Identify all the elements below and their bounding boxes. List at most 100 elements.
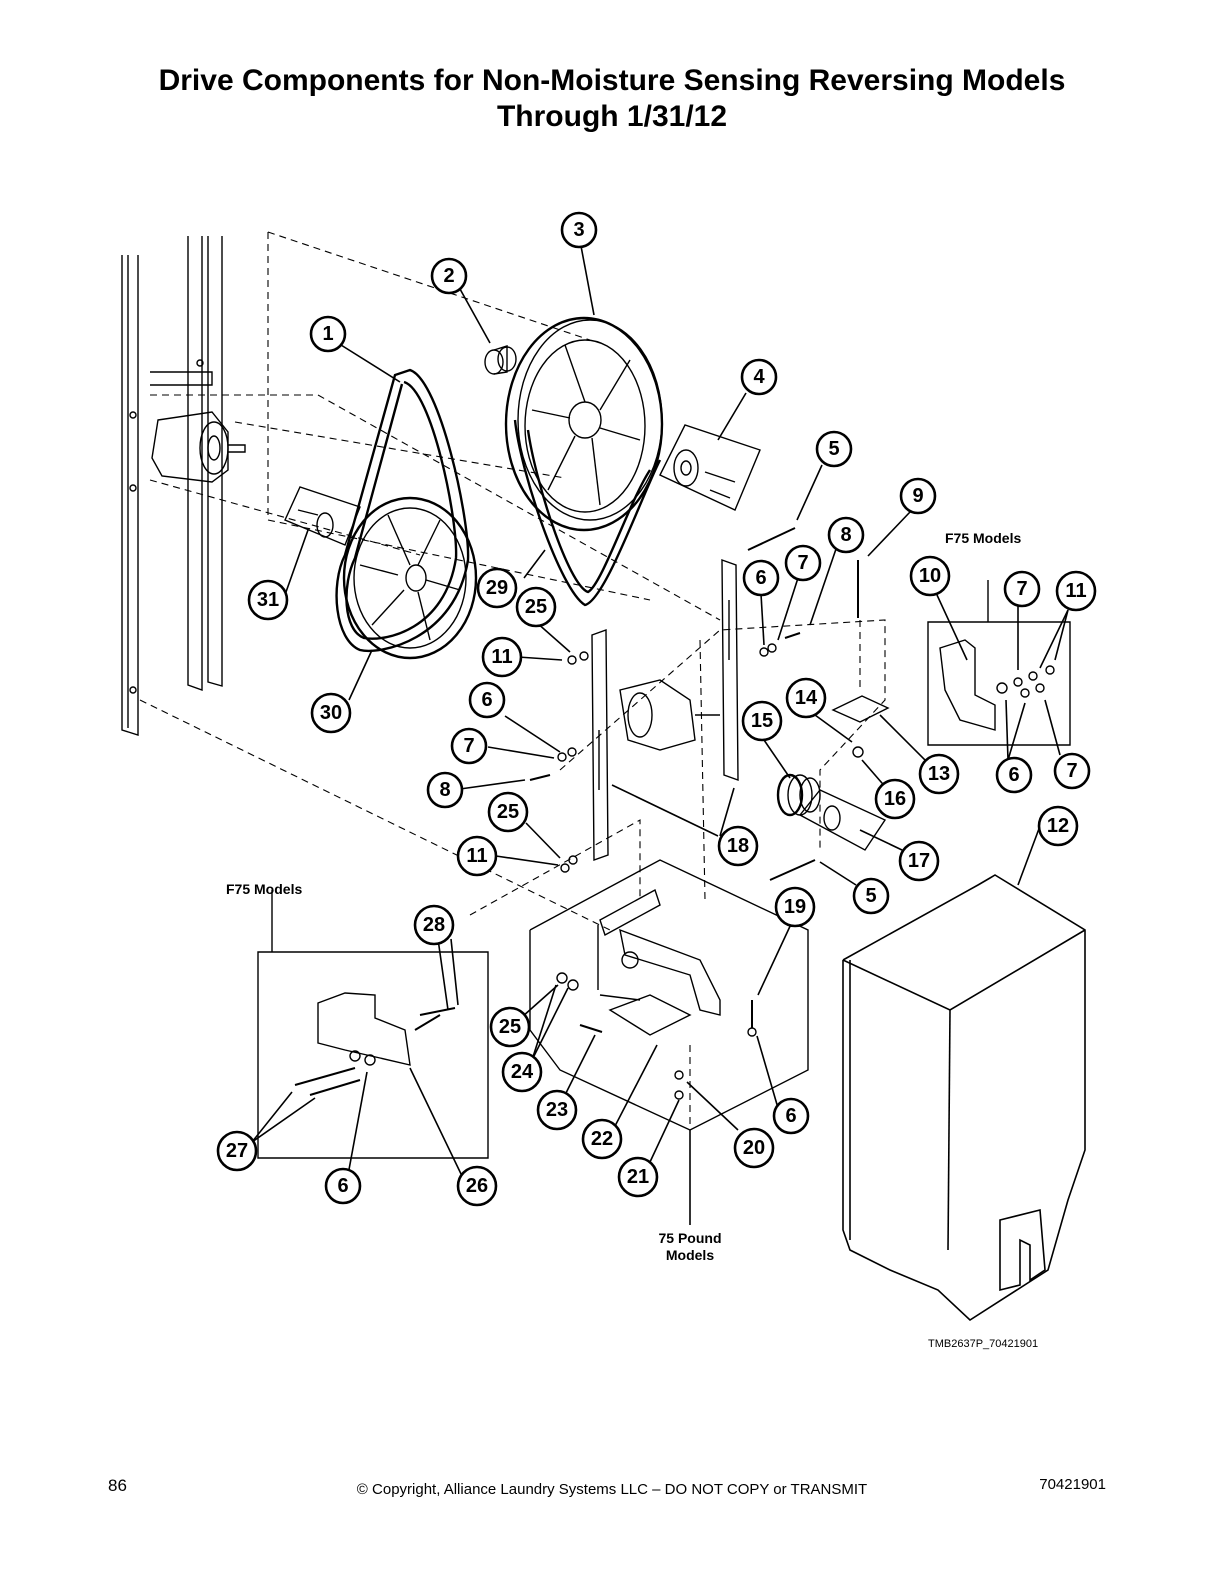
svg-text:11: 11 bbox=[466, 845, 487, 867]
callout-14: 14 bbox=[785, 677, 827, 719]
svg-text:6: 6 bbox=[785, 1105, 796, 1127]
copyright-notice: © Copyright, Alliance Laundry Systems LL… bbox=[356, 1481, 868, 1498]
pound-models-label-2: Models bbox=[666, 1247, 714, 1263]
callout-23: 23 bbox=[536, 1089, 578, 1131]
belt-guard bbox=[842, 874, 1086, 1322]
callout-5-top: 5 bbox=[815, 430, 853, 468]
image-code: TMB2637P_70421901 bbox=[928, 1338, 1038, 1350]
callout-1: 1 bbox=[309, 315, 347, 353]
svg-text:7: 7 bbox=[797, 552, 808, 574]
callout-18: 18 bbox=[717, 825, 759, 867]
svg-text:3: 3 bbox=[573, 219, 584, 241]
projection-lines bbox=[139, 231, 886, 1128]
callout-6-left: 6 bbox=[468, 681, 506, 719]
svg-text:7: 7 bbox=[1016, 578, 1027, 600]
callout-6-mount: 6 bbox=[772, 1097, 810, 1135]
callout-5-bottom: 5 bbox=[852, 877, 890, 915]
svg-text:15: 15 bbox=[751, 710, 773, 732]
page-number: 86 bbox=[108, 1476, 127, 1495]
svg-text:8: 8 bbox=[840, 524, 851, 546]
svg-text:25: 25 bbox=[499, 1016, 521, 1038]
svg-text:7: 7 bbox=[1066, 760, 1077, 782]
pulley-hub-kit bbox=[798, 789, 887, 851]
motor-hub-kit bbox=[284, 486, 361, 546]
f75-left-label: F75 Models bbox=[226, 881, 302, 897]
callout-4: 4 bbox=[740, 358, 778, 396]
f75-left-inset bbox=[257, 890, 489, 1159]
svg-text:31: 31 bbox=[257, 589, 279, 611]
drive-pulley bbox=[504, 316, 664, 532]
f75-right-label: F75 Models bbox=[945, 530, 1021, 546]
callout-11-bottom: 11 bbox=[456, 835, 498, 877]
svg-text:22: 22 bbox=[591, 1128, 613, 1150]
callout-3: 3 bbox=[560, 211, 598, 249]
svg-text:20: 20 bbox=[743, 1137, 765, 1159]
idler-bracket bbox=[831, 695, 890, 758]
callout-20: 20 bbox=[733, 1127, 775, 1169]
motor-mount-assembly bbox=[529, 859, 809, 1131]
svg-text:4: 4 bbox=[753, 366, 765, 388]
callout-17: 17 bbox=[898, 840, 940, 882]
callout-24: 24 bbox=[501, 1051, 543, 1093]
callout-29: 29 bbox=[476, 567, 518, 609]
svg-text:17: 17 bbox=[908, 850, 930, 872]
svg-text:23: 23 bbox=[546, 1099, 568, 1121]
svg-text:11: 11 bbox=[1065, 580, 1086, 602]
callout-28: 28 bbox=[413, 904, 455, 946]
callout-11-top: 11 bbox=[481, 636, 523, 678]
svg-text:7: 7 bbox=[463, 735, 474, 757]
callout-6-top: 6 bbox=[742, 559, 780, 597]
long-bolts bbox=[747, 527, 859, 881]
svg-text:11: 11 bbox=[491, 646, 512, 668]
svg-text:6: 6 bbox=[755, 567, 766, 589]
callout-11-f75: 11 bbox=[1055, 570, 1097, 612]
callout-27: 27 bbox=[216, 1130, 258, 1172]
svg-text:24: 24 bbox=[511, 1061, 534, 1083]
svg-text:5: 5 bbox=[865, 885, 876, 907]
svg-text:25: 25 bbox=[525, 596, 547, 618]
callout-6-f75-left: 6 bbox=[324, 1167, 362, 1205]
svg-text:6: 6 bbox=[1008, 764, 1019, 786]
motor-pulley bbox=[342, 496, 478, 660]
callout-2: 2 bbox=[430, 257, 468, 295]
bushing bbox=[484, 345, 517, 375]
callout-30: 30 bbox=[310, 692, 352, 734]
callout-7-f75-top: 7 bbox=[1003, 570, 1041, 608]
drive-belt-1 bbox=[335, 368, 470, 652]
svg-text:13: 13 bbox=[928, 763, 950, 785]
f75-right-inset bbox=[927, 580, 1071, 746]
svg-text:18: 18 bbox=[727, 835, 749, 857]
hub-kit bbox=[659, 424, 761, 511]
callout-21: 21 bbox=[617, 1156, 659, 1198]
callout-16: 16 bbox=[874, 778, 916, 820]
svg-text:16: 16 bbox=[884, 788, 906, 810]
callout-25-mid: 25 bbox=[487, 791, 529, 833]
mounting-bracket bbox=[591, 559, 739, 861]
svg-text:30: 30 bbox=[320, 702, 342, 724]
svg-text:8: 8 bbox=[439, 779, 450, 801]
svg-text:27: 27 bbox=[226, 1140, 248, 1162]
cabinet-frame-rails bbox=[121, 236, 223, 736]
svg-text:29: 29 bbox=[486, 577, 508, 599]
document-number: 70421901 bbox=[1039, 1476, 1106, 1493]
small-pulley bbox=[776, 773, 821, 817]
callout-22: 22 bbox=[581, 1118, 623, 1160]
leader-lines bbox=[251, 245, 1069, 1225]
svg-text:14: 14 bbox=[795, 687, 818, 709]
callout-7-left: 7 bbox=[450, 727, 488, 765]
svg-text:19: 19 bbox=[784, 896, 806, 918]
hardware bbox=[529, 632, 801, 1100]
callout-6-f75: 6 bbox=[995, 756, 1033, 794]
svg-text:2: 2 bbox=[443, 265, 454, 287]
callout-10: 10 bbox=[909, 555, 951, 597]
callout-9: 9 bbox=[899, 477, 937, 515]
pound-models-label-1: 75 Pound bbox=[658, 1230, 721, 1246]
svg-text:26: 26 bbox=[466, 1175, 488, 1197]
callout-15: 15 bbox=[741, 700, 783, 742]
svg-text:25: 25 bbox=[497, 801, 519, 823]
svg-text:5: 5 bbox=[828, 438, 839, 460]
motor bbox=[151, 411, 246, 483]
callout-26: 26 bbox=[456, 1165, 498, 1207]
